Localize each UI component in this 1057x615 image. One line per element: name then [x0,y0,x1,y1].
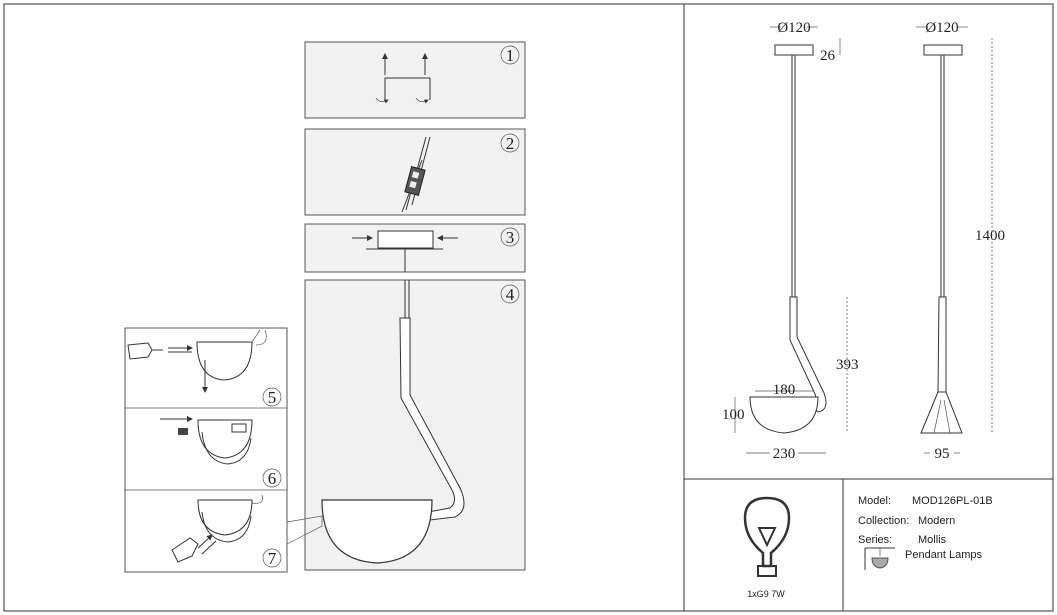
step-2-number: 2 [506,134,515,153]
spec-table: Model: MOD126PL-01B Collection: Modern S… [858,495,993,570]
front-view-drawing: Ø120 26 180 100 230 393 [722,20,859,462]
type-value: Pendant Lamps [905,549,983,561]
step-1-panel: 1 [304,41,526,119]
collection-label: Collection: [858,515,909,527]
step-2-panel: 2 [304,128,526,216]
canopy-diameter-front: Ø120 [777,20,810,36]
wire-connector-icon [401,136,431,213]
side-width-label: 95 [935,446,950,462]
step-1-number: 1 [506,46,515,65]
side-view-drawing: Ø120 95 1400 [916,20,1005,462]
pendant-lamp-icon [864,547,895,570]
step-7-number: 7 [268,549,277,568]
model-value: MOD126PL-01B [912,495,993,507]
hand-screwdriver-icon [127,342,193,360]
shade-width-label: 230 [773,446,796,462]
step-5-number: 5 [268,388,277,407]
series-label: Series: [858,534,892,546]
light-bulb-icon [743,496,791,577]
mounting-bracket-icon [375,53,431,104]
arm-height-label: 393 [836,357,859,373]
total-height-label: 1400 [975,228,1005,244]
shade-assembly-steps: 5 6 7 [124,327,323,573]
shade-height-label: 100 [722,407,745,423]
series-value: Mollis [918,534,947,546]
canopy-diameter-side: Ø120 [925,20,958,36]
model-label: Model: [858,495,891,507]
lamp-body-drawing [321,280,465,564]
canopy-mount-icon [352,230,458,272]
shade-inner-width-label: 180 [773,382,796,398]
step-4-number: 4 [506,285,515,304]
collection-value: Modern [918,515,955,527]
canopy-height-label: 26 [820,48,836,64]
bulb-label: 1xG9 7W [747,589,785,599]
step-3-panel: 3 [304,223,526,273]
bulb-info: 1xG9 7W [743,496,791,599]
sheet-border [3,3,1054,612]
step-6-number: 6 [268,469,277,488]
step-3-number: 3 [506,228,515,247]
step-4-panel: 4 [304,279,526,571]
hand-push-icon [171,534,217,563]
